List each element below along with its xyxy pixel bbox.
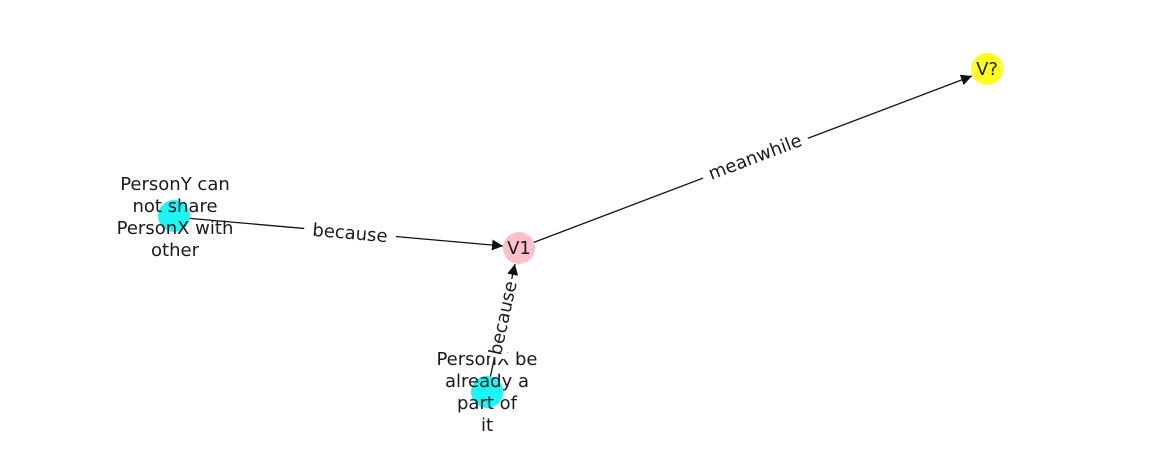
edge-label-background <box>698 124 812 190</box>
edge-label-background <box>303 217 397 249</box>
node-circle <box>503 232 535 264</box>
node-label-line: PersonY can <box>120 174 230 195</box>
node-label-line: other <box>151 240 200 261</box>
node-label-line: already a <box>445 371 529 392</box>
node-label-line: it <box>481 415 493 436</box>
edge-label-because-persony: because <box>303 217 397 249</box>
node-circle <box>971 53 1003 85</box>
edge-label-because-personx: because <box>482 276 524 360</box>
node-circle <box>471 376 503 408</box>
node-label: V1 <box>507 238 531 259</box>
node-persony[interactable]: PersonY can not share PersonX with other <box>117 174 234 261</box>
node-circle <box>158 200 190 232</box>
edge-label-text: because <box>485 279 522 357</box>
edge-label-background <box>482 276 524 360</box>
node-personx[interactable]: PersonX be already a part of it <box>436 349 537 436</box>
node-v-unknown[interactable]: V? <box>971 53 1003 85</box>
node-label-line: PersonX be <box>436 349 537 370</box>
node-label-line: part of <box>457 393 518 414</box>
node-v1[interactable]: V1 <box>503 232 535 264</box>
edge-label-meanwhile: meanwhile <box>698 124 812 190</box>
node-label-line: not share <box>132 196 217 217</box>
node-label-line: PersonX with <box>117 218 234 239</box>
node-label: V? <box>976 59 998 80</box>
